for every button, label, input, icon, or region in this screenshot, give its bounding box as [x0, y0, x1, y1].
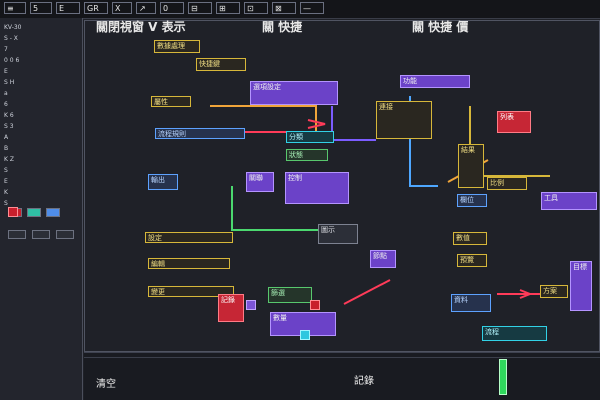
arrow-icon [310, 300, 320, 310]
right-node-6[interactable]: 欄位 [457, 194, 487, 207]
left-panel-title: 關閉視窗 V 表示 [96, 20, 186, 34]
sidebar-row-11: A [4, 134, 9, 141]
right-node-8[interactable]: 數值 [453, 232, 487, 245]
bottom-left-label: 清空 [96, 379, 116, 390]
bottom-right-label: 記錄 [354, 376, 374, 387]
sidebar-tool-button-1[interactable] [8, 230, 26, 239]
red-diagonal-connector [343, 279, 391, 305]
node-12[interactable]: 編輯 [148, 258, 230, 269]
node-17[interactable]: 圖示 [318, 224, 358, 244]
right-panel-title: 關 快捷 價 [412, 20, 469, 34]
sidebar-row-5: E [4, 68, 8, 75]
node-10[interactable]: 輸出 [148, 174, 178, 190]
node-5[interactable]: 屬性 [151, 96, 191, 107]
sidebar-row-13: K Z [4, 156, 14, 163]
top-toolbar: ≡ 5 E GR X ↗ 0 ⊟ ⊞ ⊡ ⊠ — [0, 0, 600, 19]
sidebar-row-16: K [4, 189, 8, 196]
right-node-1[interactable]: 功能 [400, 75, 470, 88]
node-6[interactable]: 分類 [286, 131, 334, 143]
right-node-11[interactable]: 資料 [451, 294, 491, 312]
red-center-arrow [307, 119, 326, 129]
right-node-5[interactable]: 比例 [487, 177, 527, 190]
node-8[interactable]: 關聯 [246, 172, 274, 192]
sidebar-row-10: S 3 [4, 123, 14, 130]
purple-connector [331, 106, 376, 141]
sidebar-row-15: E [4, 178, 8, 185]
sidebar-tool-button-2[interactable] [32, 230, 50, 239]
sidebar-row-6: S H [4, 79, 15, 86]
node-9[interactable]: 控制 [285, 172, 349, 204]
toolbar-tab-12[interactable]: — [300, 2, 324, 14]
right-node-4[interactable]: 結果 [458, 144, 484, 188]
node-3[interactable]: 選項設定 [250, 81, 338, 105]
sidebar-row-2: S - X [4, 35, 18, 42]
node-7[interactable]: 狀態 [286, 149, 328, 161]
sidebar-row-12: B [4, 145, 9, 152]
right-node-7[interactable]: 工具 [541, 192, 597, 210]
warning-icon [8, 207, 18, 217]
toolbar-tab-3[interactable]: E [56, 2, 80, 14]
right-node-13[interactable]: 目標 [570, 261, 592, 311]
green-connector [231, 186, 322, 231]
sidebar-row-4: 0 0 6 [4, 57, 20, 64]
toolbar-tab-10[interactable]: ⊡ [244, 2, 268, 14]
right-node-3[interactable]: 列表 [497, 111, 531, 133]
sidebar-row-9: K 6 [4, 112, 14, 119]
toolbar-tab-5[interactable]: X [112, 2, 132, 14]
left-sidebar: KV-30 S - X 7 0 0 6 E S H a 6 K 6 S 3 A … [0, 18, 83, 400]
sidebar-teal-button[interactable] [27, 208, 41, 217]
sidebar-row-3: 7 [4, 46, 8, 53]
right-node-2[interactable]: 連接 [376, 101, 432, 139]
toolbar-tab-8[interactable]: ⊟ [188, 2, 212, 14]
node-18[interactable]: 節點 [370, 250, 396, 268]
sidebar-tool-button-3[interactable] [56, 230, 74, 239]
bottom-divider [84, 357, 600, 358]
right-node-10[interactable]: 方案 [540, 285, 568, 298]
toolbar-tab-7[interactable]: 0 [160, 2, 184, 14]
node-15[interactable]: 篩選 [268, 287, 312, 303]
toolbar-tab-6[interactable]: ↗ [136, 2, 156, 14]
sidebar-row-14: S [4, 167, 8, 174]
node-13[interactable]: 變更 [148, 286, 234, 297]
center-panel-title: 關 快捷 [262, 20, 303, 34]
node-icon [246, 300, 256, 310]
sidebar-row-17: S [4, 200, 8, 207]
red-arrow-head [519, 289, 533, 299]
right-node-9[interactable]: 預覽 [457, 254, 487, 267]
node-1[interactable]: 數據處理 [154, 40, 200, 53]
node-14[interactable]: 記錄 [218, 294, 244, 322]
toolbar-tab-9[interactable]: ⊞ [216, 2, 240, 14]
node-11[interactable]: 設定 [145, 232, 233, 243]
bottom-bar: 清空 記錄 [84, 352, 600, 400]
toolbar-tab-11[interactable]: ⊠ [272, 2, 296, 14]
toolbar-tab-4[interactable]: GR [84, 2, 108, 14]
sidebar-row-7: a [4, 90, 8, 97]
sidebar-row-1: KV-30 [4, 24, 22, 31]
status-bar [499, 359, 507, 395]
node-2[interactable]: 快捷鍵 [196, 58, 246, 71]
toolbar-tab-1[interactable]: ≡ [4, 2, 26, 14]
sidebar-blue-button[interactable] [46, 208, 60, 217]
grid-icon [300, 330, 310, 340]
right-node-12[interactable]: 流程 [482, 326, 547, 341]
toolbar-tab-2[interactable]: 5 [30, 2, 52, 14]
sidebar-row-8: 6 [4, 101, 8, 108]
node-4[interactable]: 流程規則 [155, 128, 245, 139]
